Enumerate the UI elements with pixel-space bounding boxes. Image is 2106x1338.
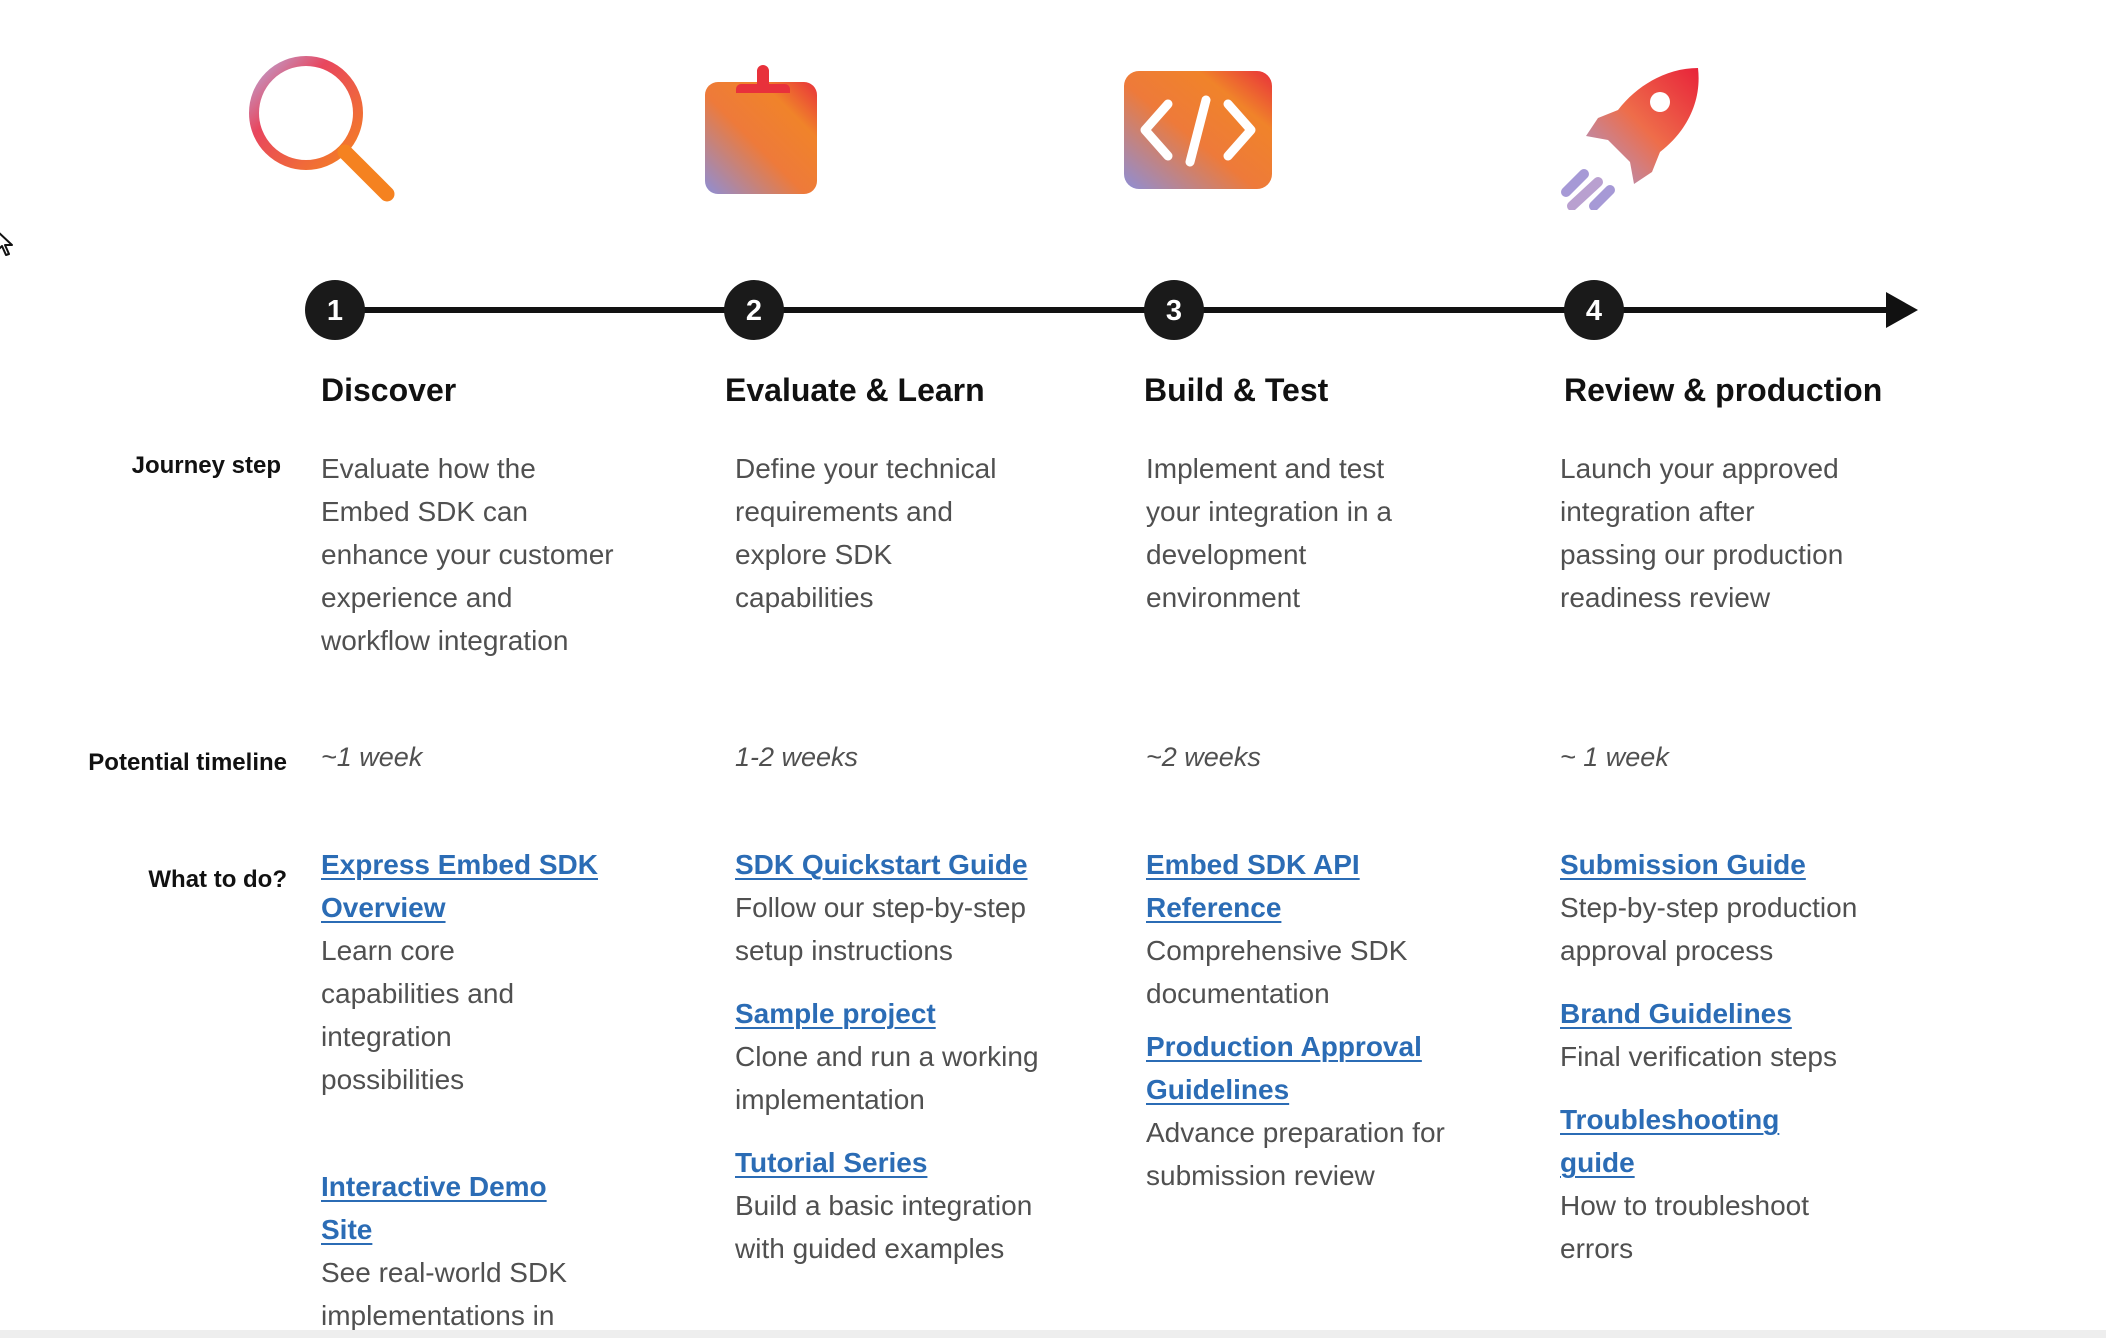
- timeline-arrow-icon: [1886, 292, 1918, 328]
- resource-description: Comprehensive SDK documentation: [1146, 935, 1408, 1009]
- step-description-build: Implement and test your integration in a…: [1146, 453, 1392, 613]
- submission-guide-link[interactable]: Submission Guide: [1560, 849, 1806, 880]
- troubleshooting-guide-link[interactable]: Troubleshooting guide: [1560, 1104, 1780, 1178]
- step-number-4: 4: [1586, 295, 1602, 327]
- bottom-divider: [0, 1330, 2106, 1338]
- step-node-3: 3: [1144, 280, 1204, 340]
- step-title-build: Build & Test: [1144, 372, 1329, 408]
- resource-item: Submission Guide Step-by-step production…: [1560, 843, 1860, 972]
- brand-guidelines-link[interactable]: Brand Guidelines: [1560, 998, 1792, 1029]
- step-node-4: 4: [1564, 280, 1624, 340]
- code-icon: [1124, 71, 1272, 189]
- step-node-1: 1: [305, 280, 365, 340]
- step-title-evaluate: Evaluate & Learn: [725, 372, 985, 408]
- resource-item: Tutorial Series Build a basic integratio…: [735, 1141, 1055, 1270]
- resource-description: See real-world SDK implementations in ac…: [321, 1257, 567, 1331]
- step-description-discover: Evaluate how the Embed SDK can enhance y…: [321, 453, 614, 656]
- resource-description: Final verification steps: [1560, 1041, 1838, 1072]
- step-node-2: 2: [724, 280, 784, 340]
- timeline-discover: ~1 week: [321, 742, 423, 772]
- row-label-potential-timeline: Potential timeline: [88, 749, 287, 776]
- resource-item: SDK Quickstart Guide Follow our step-by-…: [735, 843, 1055, 972]
- resources-build: Embed SDK API Reference Comprehensive SD…: [1146, 843, 1456, 1197]
- resources-evaluate: SDK Quickstart Guide Follow our step-by-…: [735, 843, 1055, 1270]
- express-embed-sdk-overview-link[interactable]: Express Embed SDK Overview: [321, 849, 598, 923]
- resource-description: Clone and run a working implementation: [735, 1041, 1039, 1115]
- interactive-demo-site-link[interactable]: Interactive Demo Site: [321, 1171, 547, 1245]
- sdk-quickstart-guide-link[interactable]: SDK Quickstart Guide: [735, 849, 1028, 880]
- sample-project-link[interactable]: Sample project: [735, 998, 936, 1029]
- row-label-journey-step: Journey step: [131, 452, 281, 479]
- timeline-review: ~ 1 week: [1560, 742, 1669, 772]
- row-label-what-to-do: What to do?: [148, 866, 287, 893]
- mouse-cursor-icon: [0, 232, 13, 256]
- resource-item: Interactive Demo Site See real-world SDK…: [321, 1165, 601, 1338]
- resource-description: Advance preparation for submission revie…: [1146, 1117, 1445, 1191]
- step-title-discover: Discover: [321, 372, 457, 408]
- resource-item: Express Embed SDK Overview Learn core ca…: [321, 843, 601, 1101]
- resource-item: Sample project Clone and run a working i…: [735, 992, 1055, 1121]
- step-number-3: 3: [1166, 295, 1182, 327]
- resource-description: Learn core capabilities and integration …: [321, 935, 515, 1095]
- tutorial-series-link[interactable]: Tutorial Series: [735, 1147, 928, 1178]
- step-number-2: 2: [746, 295, 762, 327]
- search-icon: [249, 56, 395, 202]
- production-approval-guidelines-link[interactable]: Production Approval Guidelines: [1146, 1031, 1422, 1105]
- embed-sdk-api-reference-link[interactable]: Embed SDK API Reference: [1146, 849, 1360, 923]
- resource-item: Embed SDK API Reference Comprehensive SD…: [1146, 843, 1456, 1015]
- step-title-review: Review & production: [1564, 372, 1883, 408]
- resource-description: How to troubleshoot errors: [1560, 1190, 1810, 1264]
- resource-item: Production Approval Guidelines Advance p…: [1146, 1025, 1456, 1197]
- timeline-evaluate: 1-2 weeks: [735, 742, 859, 772]
- clipboard-icon: [705, 65, 817, 194]
- resource-description: Follow our step-by-step setup instructio…: [735, 892, 1027, 966]
- resource-description: Step-by-step production approval process: [1560, 892, 1858, 966]
- resource-item: Troubleshooting guide How to troubleshoo…: [1560, 1098, 1860, 1270]
- step-description-evaluate: Define your technical requirements and e…: [735, 453, 997, 613]
- resources-discover: Express Embed SDK Overview Learn core ca…: [321, 843, 601, 1338]
- resource-item: Brand Guidelines Final verification step…: [1560, 992, 1860, 1078]
- step-number-1: 1: [327, 295, 343, 327]
- step-description-review: Launch your approved integration after p…: [1560, 453, 1844, 613]
- resource-description: Build a basic integration with guided ex…: [735, 1190, 1033, 1264]
- timeline-build: ~2 weeks: [1146, 742, 1261, 772]
- resources-review: Submission Guide Step-by-step production…: [1560, 843, 1860, 1270]
- rocket-icon: [1561, 68, 1699, 210]
